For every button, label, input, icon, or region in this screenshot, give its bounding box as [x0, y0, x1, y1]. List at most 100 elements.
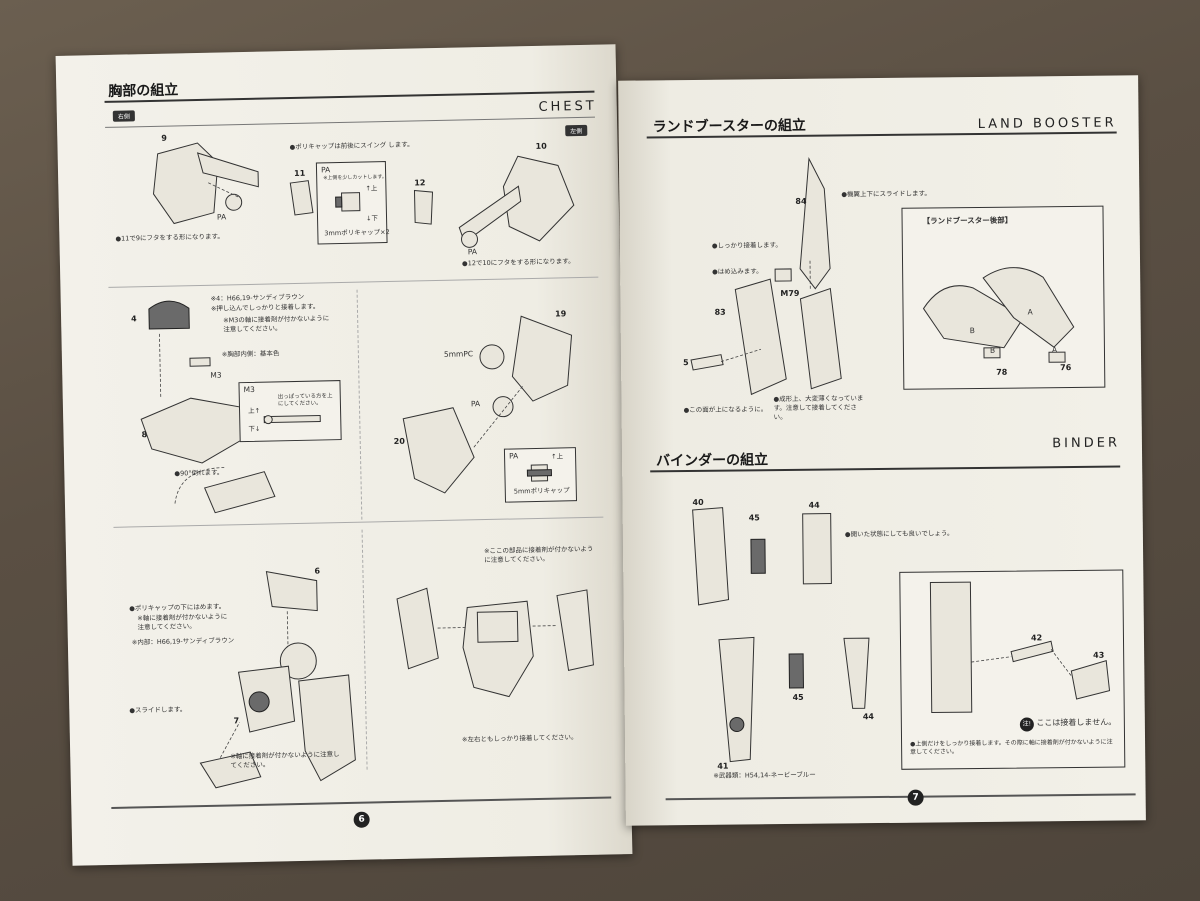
note-lb-glue: ●しっかり接着します。: [711, 241, 782, 250]
fold-diagram: [174, 467, 276, 514]
chest-assembly-diagram: [396, 587, 594, 698]
chest-title: 胸部の組立: [108, 82, 179, 100]
pa-box-caption: 5mmポリキャップ: [513, 486, 570, 496]
part-10-diagram: [458, 155, 575, 248]
column-divider: [356, 289, 363, 520]
part-number: 4: [131, 314, 137, 324]
m3-diagram: [263, 414, 321, 425]
warning-badge: 注!: [1019, 717, 1034, 732]
note-lid-12: ●12で10にフタをする形になります。: [461, 257, 575, 268]
part-6-7-diagram: [199, 571, 356, 789]
part-number: 11: [293, 168, 306, 178]
note-lb-face-up: ●この面が上になるように。: [683, 405, 768, 415]
m3-down: 下↓: [248, 424, 261, 433]
note-slide: ●スライドします。: [129, 705, 187, 715]
right-page: ランドブースターの組立 LAND BOOSTER 84 M79 83 5 ●機翼…: [618, 75, 1146, 826]
pa-inset-title: PA: [320, 165, 331, 175]
part-number: 83: [714, 307, 726, 317]
inset-label: B: [989, 345, 996, 355]
part-number: 41: [717, 761, 729, 771]
part-number: 76: [1060, 363, 1072, 373]
note-swing: ●ポリキャップは前後にスイング します。: [289, 140, 414, 152]
part-number: 84: [795, 196, 807, 206]
pa-up: ↑上: [365, 184, 378, 193]
binder-inset: 42 43 注! ここは接着しません。 ●上側だけをしっかり接着します。その際に…: [899, 569, 1126, 770]
land-booster-diagram: [690, 156, 842, 396]
note-chest-inner: ※胸部内側：基本色: [221, 349, 280, 359]
polycap-5mm-diagram: [526, 464, 552, 482]
note-weapon-color: ※武器類：H54,14-ネービーブルー: [713, 770, 816, 780]
part-number: 45: [792, 692, 804, 702]
note-axis-glue: ※軸に接着剤が付かないように注意してください。: [137, 612, 228, 632]
row-divider: [108, 276, 599, 288]
column-divider: [361, 529, 368, 770]
page-number-6: 6: [353, 811, 370, 828]
part-19-20-diagram: [402, 315, 573, 494]
binder-joint-diagram: [929, 581, 1111, 713]
part-number: 5: [683, 358, 689, 368]
part-number: 45: [748, 513, 760, 523]
pa-5mm-inset: PA ↑上 5mmポリキャップ: [503, 447, 578, 503]
land-booster-rear-inset: 【ランドブースター後部】 B B A A 78 76: [901, 205, 1106, 390]
part-number: 12: [414, 178, 426, 188]
page-number-7: 7: [907, 789, 924, 806]
pa-caption: 3mmポリキャップ×2: [324, 227, 390, 238]
pa-inset: PA ※上側を少しカットします。 ↑上 ↓下 3mmポリキャップ×2: [315, 161, 390, 245]
part-9-diagram: [152, 142, 259, 225]
left-page: 胸部の組立 CHEST 右側 左側 9 PA 11 ●11で9にフタをする形にな…: [55, 44, 633, 866]
note-lb-slide: ●機翼上下にスライドします。: [841, 189, 931, 199]
pa-label: PA: [216, 212, 227, 222]
chest-title-en: CHEST: [538, 98, 597, 115]
part-number: 9: [161, 133, 167, 143]
binder-title-en: BINDER: [1052, 435, 1121, 452]
pa-box-title: PA: [508, 451, 519, 461]
pa-label: PA: [470, 399, 481, 409]
part-number: M79: [780, 288, 800, 299]
note-lid-11: ●11で9にフタをする形になります。: [115, 232, 224, 243]
footer-rule: [111, 796, 612, 809]
part-number: 20: [393, 436, 405, 446]
m3-inset: M3 出っぱっている方を上にしてください。 上↑ 下↓: [238, 380, 342, 443]
left-side-tag: 左側: [565, 124, 588, 137]
no-glue-text: ここは接着しません。: [1036, 717, 1117, 728]
part-number: 19: [555, 309, 567, 319]
part-number: 8: [141, 430, 148, 440]
footer-rule: [665, 793, 1136, 800]
polycap-diagram: [335, 192, 361, 212]
part-number: 78: [996, 367, 1008, 377]
part-number: 44: [862, 712, 874, 722]
note-m3: ※M3の軸に接着剤が付かないように注意してください。: [223, 314, 330, 334]
inset-label: A: [1027, 307, 1033, 317]
note-lb-fit: ●はめ込みます。: [712, 267, 763, 276]
pa-box-up: ↑上: [550, 452, 564, 461]
note-glue-both: ※左右ともしっかり接着してください。: [461, 733, 578, 744]
part-number: 43: [1093, 650, 1105, 660]
rear-assembly-diagram: [922, 267, 1075, 363]
part-number: 40: [692, 497, 704, 507]
land-booster-title: ランドブースターの組立: [652, 117, 806, 136]
pa-down: ↓下: [365, 214, 379, 223]
note-lb-molding: ●成形上、大変薄くなっています。注意して接着してください。: [773, 394, 864, 421]
note-upper-glue: ●上側だけをしっかり接着します。その際に軸に接着剤が付かないように注意してくださ…: [910, 738, 1113, 756]
part-number: 10: [535, 141, 547, 151]
note-axis-glue2: ※軸に接着剤が付かないように注意してください。: [230, 750, 340, 770]
binder-title: バインダーの組立: [656, 452, 769, 470]
m3-inset-note: 出っぱっている方を上にしてください。: [277, 393, 333, 408]
right-side-tag: 右側: [112, 110, 135, 122]
inset-title: 【ランドブースター後部】: [922, 215, 1013, 226]
part-4-8-diagram: [140, 300, 248, 464]
m3-inset-title: M3: [243, 384, 255, 395]
part-number: 7: [233, 716, 240, 726]
note-no-glue-part: ※ここの部品に接着剤が付かないように注意してください。: [483, 544, 594, 564]
inset-label: B: [969, 326, 975, 336]
pc5-label: 5mmPC: [443, 349, 474, 359]
binder-diagram: [692, 507, 870, 763]
pa-label: PA: [467, 247, 478, 257]
part-number: 6: [314, 566, 321, 576]
no-glue-note: 注! ここは接着しません。: [1019, 717, 1117, 732]
note-binder-open: ●開いた状態にしても良いでしょう。: [844, 529, 954, 539]
part-12-diagram: [413, 189, 434, 225]
note-fold: ●90°倒れます。: [174, 468, 224, 478]
part-number: 44: [808, 500, 820, 510]
m3-label: M3: [210, 370, 222, 380]
